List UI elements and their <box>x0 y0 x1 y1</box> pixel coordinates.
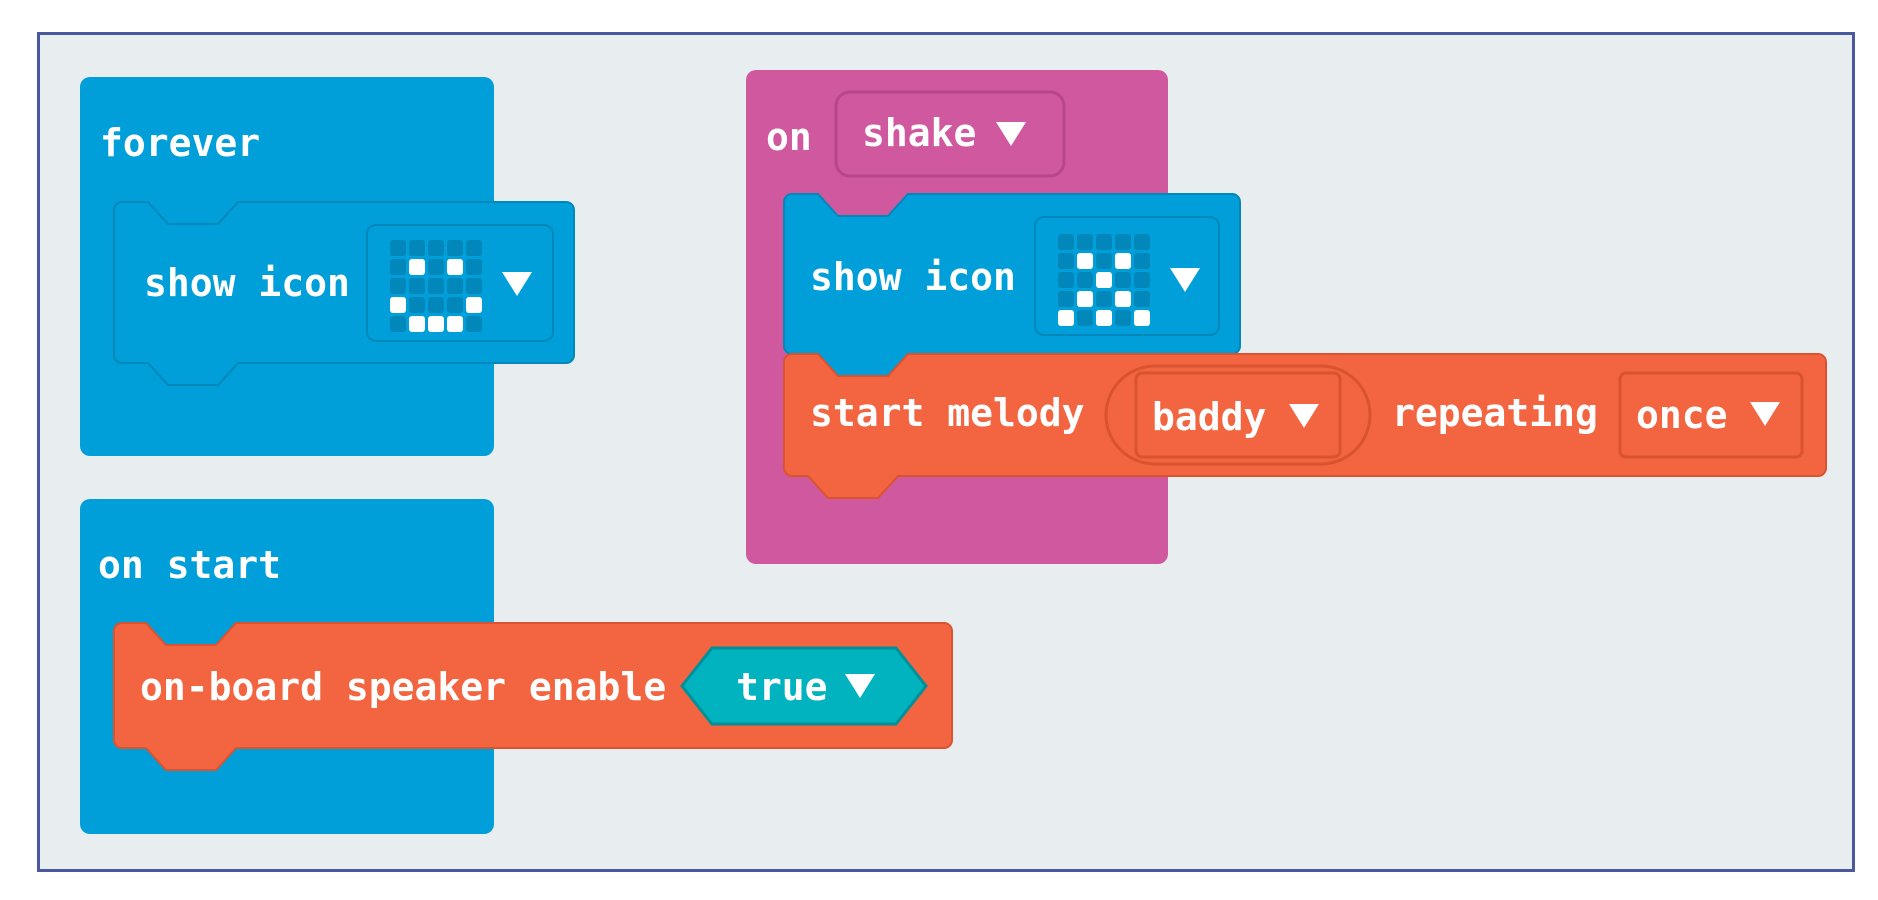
start-melody-label: start melody <box>810 391 1085 435</box>
repeat-value[interactable]: once <box>1636 393 1728 437</box>
happy-face-icon <box>390 240 482 332</box>
chevron-down-icon[interactable] <box>845 674 875 698</box>
skull-icon <box>1058 234 1150 326</box>
icon-picker-field[interactable] <box>1034 216 1220 336</box>
chevron-down-icon[interactable] <box>1750 402 1780 426</box>
chevron-down-icon[interactable] <box>502 272 532 296</box>
melody-value[interactable]: baddy <box>1152 395 1267 439</box>
chevron-down-icon[interactable] <box>1170 268 1200 292</box>
speaker-value[interactable]: true <box>736 665 828 709</box>
on-label: on <box>766 115 812 159</box>
gesture-value[interactable]: shake <box>862 111 977 155</box>
show-icon-label: show icon <box>144 261 350 305</box>
icon-picker-field[interactable] <box>366 224 554 342</box>
on-start-label: on start <box>98 543 282 587</box>
speaker-enable-label: on-board speaker enable <box>140 665 667 709</box>
repeating-label: repeating <box>1392 391 1598 435</box>
chevron-down-icon[interactable] <box>996 122 1026 146</box>
show-icon-label: show icon <box>810 255 1016 299</box>
chevron-down-icon[interactable] <box>1289 404 1319 428</box>
forever-label: forever <box>100 121 261 165</box>
